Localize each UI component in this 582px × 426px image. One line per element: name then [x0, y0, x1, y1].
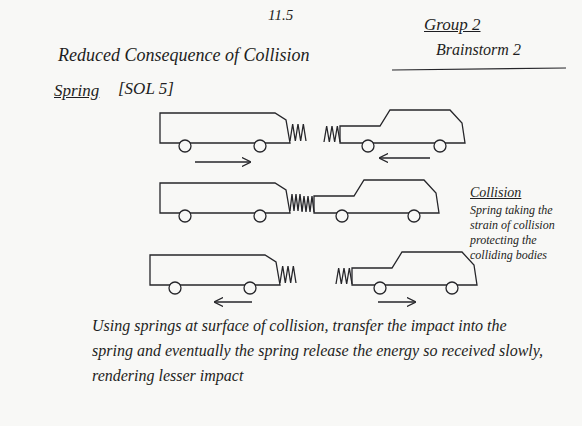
- car-wheel: [254, 140, 266, 152]
- motion-arrow: [380, 157, 430, 158]
- spring-symbol: [280, 266, 296, 283]
- car-wheel: [336, 210, 348, 222]
- car-wheel: [408, 210, 420, 222]
- solution-tag: [SOL 5]: [118, 78, 174, 99]
- car-wheel: [374, 282, 386, 294]
- car-wheel: [244, 282, 256, 294]
- car-wheel: [362, 140, 374, 152]
- spring-symbol: [290, 124, 306, 141]
- description-text: Using springs at surface of collision, t…: [92, 314, 547, 388]
- group-name: Group 2: [424, 14, 481, 35]
- car-body: [314, 180, 439, 213]
- concept-name: Spring: [54, 80, 99, 101]
- car-body: [150, 255, 280, 285]
- car-body: [352, 252, 477, 285]
- spring-symbol: [324, 126, 340, 142]
- note-heading: Collision: [470, 184, 521, 202]
- spring-symbol: [336, 268, 352, 284]
- after-collision: [150, 252, 477, 294]
- car-wheel: [434, 140, 446, 152]
- note-text: Spring taking the strain of collision pr…: [470, 203, 576, 263]
- car-wheel: [179, 210, 191, 222]
- spring-symbol: [290, 194, 302, 211]
- car-wheel: [254, 210, 266, 222]
- spring-symbol: [302, 196, 314, 212]
- page-number: 11.5: [268, 6, 293, 25]
- car-body: [160, 183, 290, 213]
- car-wheel: [169, 282, 181, 294]
- motion-arrow: [195, 161, 250, 162]
- session-name: Brainstorm 2: [436, 40, 521, 60]
- car-body: [340, 110, 465, 143]
- car-wheel: [179, 140, 191, 152]
- motion-arrow: [378, 301, 415, 302]
- header-rule: [392, 68, 566, 70]
- sketch-title: Reduced Consequence of Collision: [58, 44, 309, 67]
- car-wheel: [446, 282, 458, 294]
- before-collision: [160, 110, 465, 152]
- motion-arrow: [215, 301, 252, 302]
- car-body: [160, 113, 290, 143]
- during-collision: [160, 180, 439, 222]
